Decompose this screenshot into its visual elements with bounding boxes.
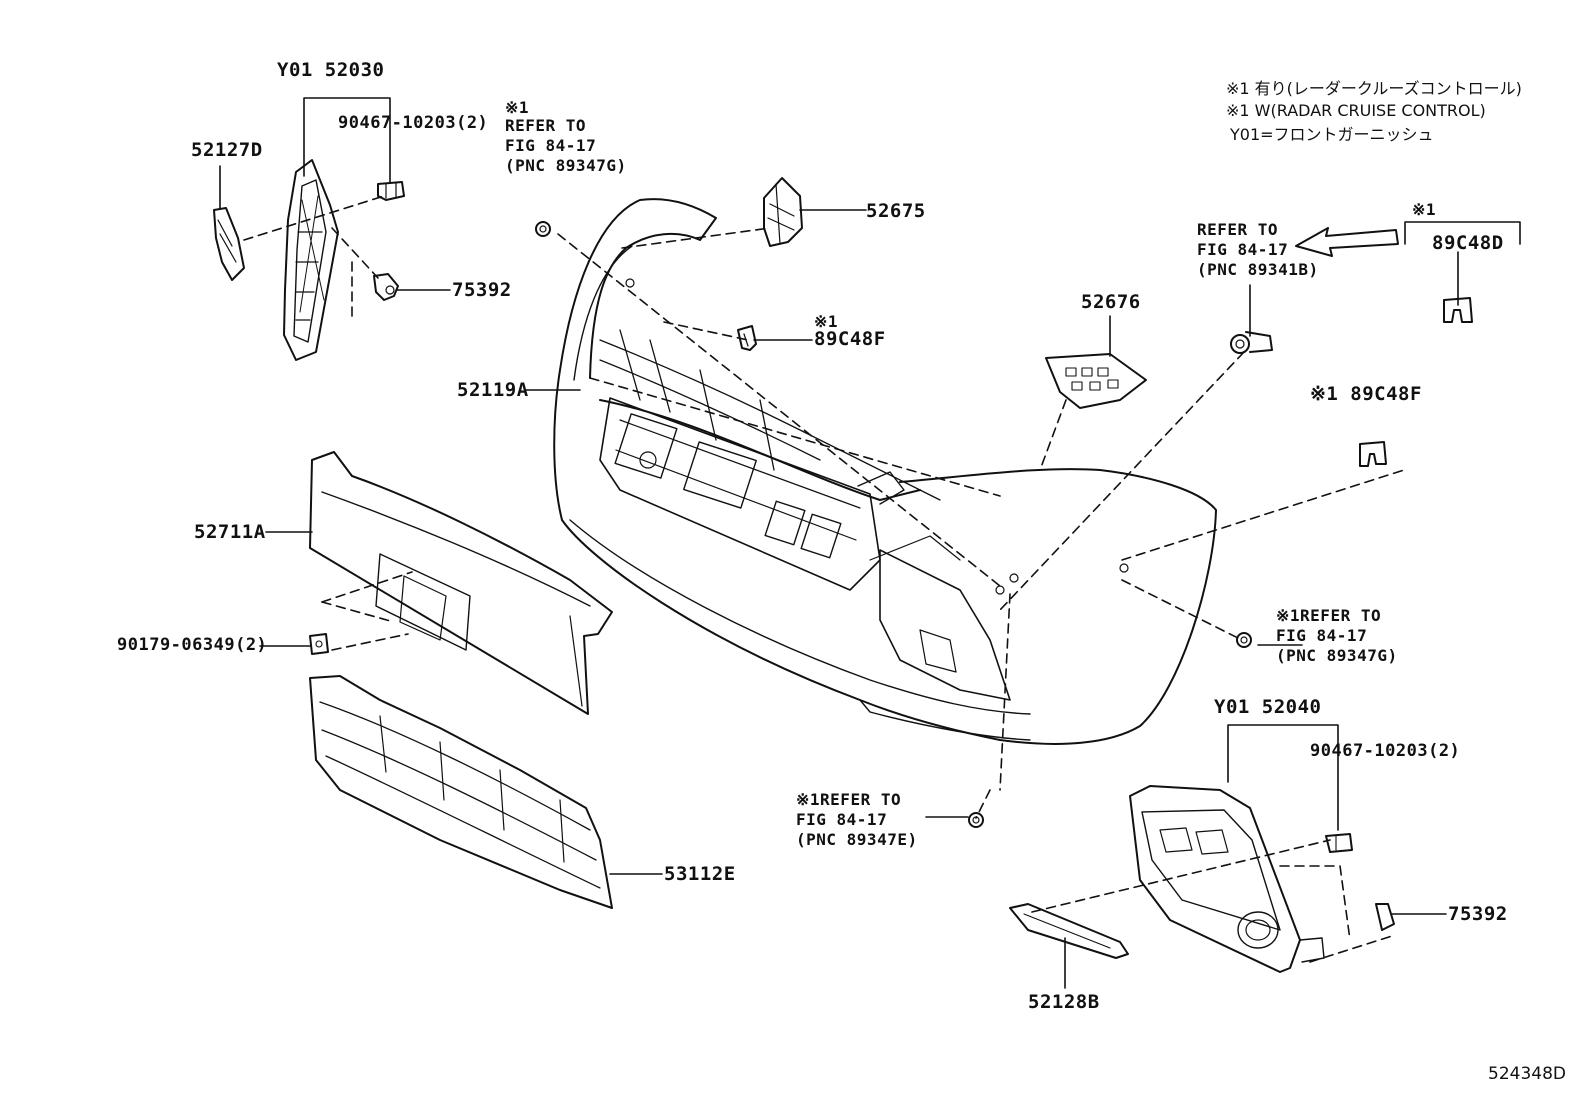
label-89c48f-right: ※1 89C48F — [1310, 383, 1422, 405]
bracket-52675 — [763, 177, 803, 247]
arrow-refer — [1295, 227, 1399, 257]
clip-89c48f-right — [1359, 441, 1387, 467]
clip-89c48f-upper — [737, 325, 757, 351]
label-89c48d: 89C48D — [1432, 232, 1504, 254]
retainer-75392-right — [1375, 903, 1395, 931]
label-ref-top-mark: ※1 — [505, 98, 530, 117]
panel-52711a — [309, 451, 613, 715]
front-garnish-right — [1129, 785, 1325, 973]
note-line-1: ※1 有り(レーダークルーズコントロール) — [1226, 79, 1522, 98]
leader-lines — [219, 97, 1521, 989]
label-y01-52040: Y01 52040 — [1214, 696, 1322, 718]
nut-89347g-top — [535, 221, 551, 237]
nut-89347e-bottom — [968, 812, 984, 828]
label-ref-right: REFER TO FIG 84-17 (PNC 89341B) — [1197, 220, 1319, 279]
label-89c48f-upper-mark: ※1 — [814, 312, 839, 331]
cover-52127d — [213, 207, 245, 281]
label-ref-mid-right: ※1REFER TO FIG 84-17 (PNC 89347G) — [1276, 606, 1398, 665]
bumper-cover — [553, 198, 1217, 745]
label-ref-top: REFER TO FIG 84-17 (PNC 89347G) — [505, 116, 627, 175]
nut-90179 — [309, 633, 329, 655]
label-52675: 52675 — [866, 200, 926, 222]
clip-89c48d — [1443, 297, 1473, 323]
label-89c48f-upper: 89C48F — [814, 328, 886, 350]
diagram-number: 524348D — [1488, 1064, 1566, 1084]
label-ref-bottom: ※1REFER TO FIG 84-17 (PNC 89347E) — [796, 790, 918, 849]
cover-52128b — [1009, 903, 1129, 959]
label-90467-left: 90467-10203(2) — [338, 113, 489, 133]
label-90467-right: 90467-10203(2) — [1310, 741, 1461, 761]
label-53112e: 53112E — [664, 863, 736, 885]
label-90179: 90179-06349(2) — [117, 635, 268, 655]
label-75392-right: 75392 — [1448, 903, 1508, 925]
label-52128b: 52128B — [1028, 991, 1100, 1013]
clip-90467-right — [1325, 833, 1353, 853]
nut-89347g-right — [1236, 632, 1252, 648]
front-garnish-left — [283, 159, 339, 361]
label-52711a: 52711A — [194, 521, 266, 543]
note-line-3: Y01=フロントガーニッシュ — [1230, 125, 1434, 144]
retainer-75392-left — [373, 273, 399, 301]
sensor-89341b — [1230, 331, 1273, 354]
label-89c48d-mark: ※1 — [1412, 200, 1437, 219]
reinforcement-52119a — [599, 329, 941, 501]
grille-53112e — [309, 675, 613, 909]
label-52676: 52676 — [1081, 291, 1141, 313]
label-75392-left: 75392 — [452, 279, 512, 301]
label-52119a: 52119A — [457, 379, 529, 401]
label-52127d: 52127D — [191, 139, 263, 161]
label-y01-52030: Y01 52030 — [277, 59, 385, 81]
clip-90467-left — [377, 181, 405, 201]
note-line-2: ※1 W(RADAR CRUISE CONTROL) — [1226, 101, 1486, 120]
bracket-52676 — [1045, 353, 1147, 409]
